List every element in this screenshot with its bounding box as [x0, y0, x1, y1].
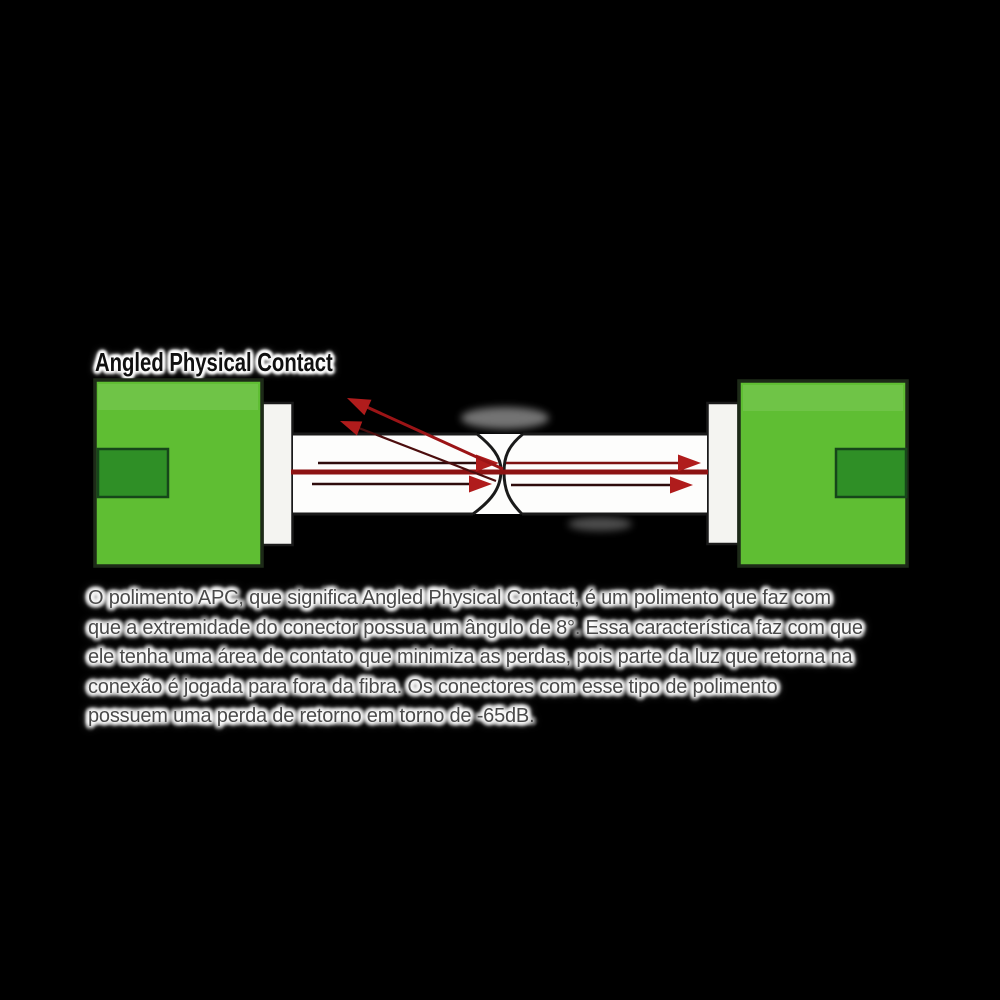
- description-line: conexão é jogada para fora da fibra. Os …: [88, 675, 778, 698]
- description-line: O polimento APC, que significa Angled Ph…: [88, 587, 831, 609]
- transmitted-ray-lower-arrowhead: [670, 476, 693, 494]
- left-apc-connector: [93, 378, 294, 568]
- reflected-ray-main: [357, 401, 504, 471]
- description-line: possuem uma perda de retorno em torno de…: [88, 705, 535, 727]
- right-connector-highlight: [743, 385, 903, 411]
- left-connector-latch: [96, 447, 170, 499]
- transmitted-ray-upper-arrowhead: [678, 454, 701, 472]
- right-ferrule: [706, 401, 740, 546]
- description-line: ele tenha uma área de contato que minimi…: [88, 646, 853, 668]
- description-paragraph: O polimento APC, que significa Angled Ph…: [88, 584, 948, 732]
- description-line: que a extremidade do conector possua um …: [88, 616, 863, 639]
- cutout-artifact-glow: [461, 407, 549, 429]
- reflected-ray-secondary-arrowhead: [340, 421, 363, 436]
- reflected-ray-secondary: [350, 423, 497, 483]
- right-apc-connector: [706, 379, 909, 568]
- left-ferrule: [261, 401, 294, 547]
- cutout-artifact-glow: [568, 517, 632, 531]
- right-connector-latch: [834, 447, 908, 499]
- left-connector-highlight: [98, 384, 258, 410]
- incident-ray-lower-arrowhead: [469, 475, 492, 493]
- light-paths: [291, 398, 708, 494]
- diagram-title: Angled Physical Contact: [95, 347, 333, 377]
- reflected-ray-main-arrowhead: [347, 398, 372, 416]
